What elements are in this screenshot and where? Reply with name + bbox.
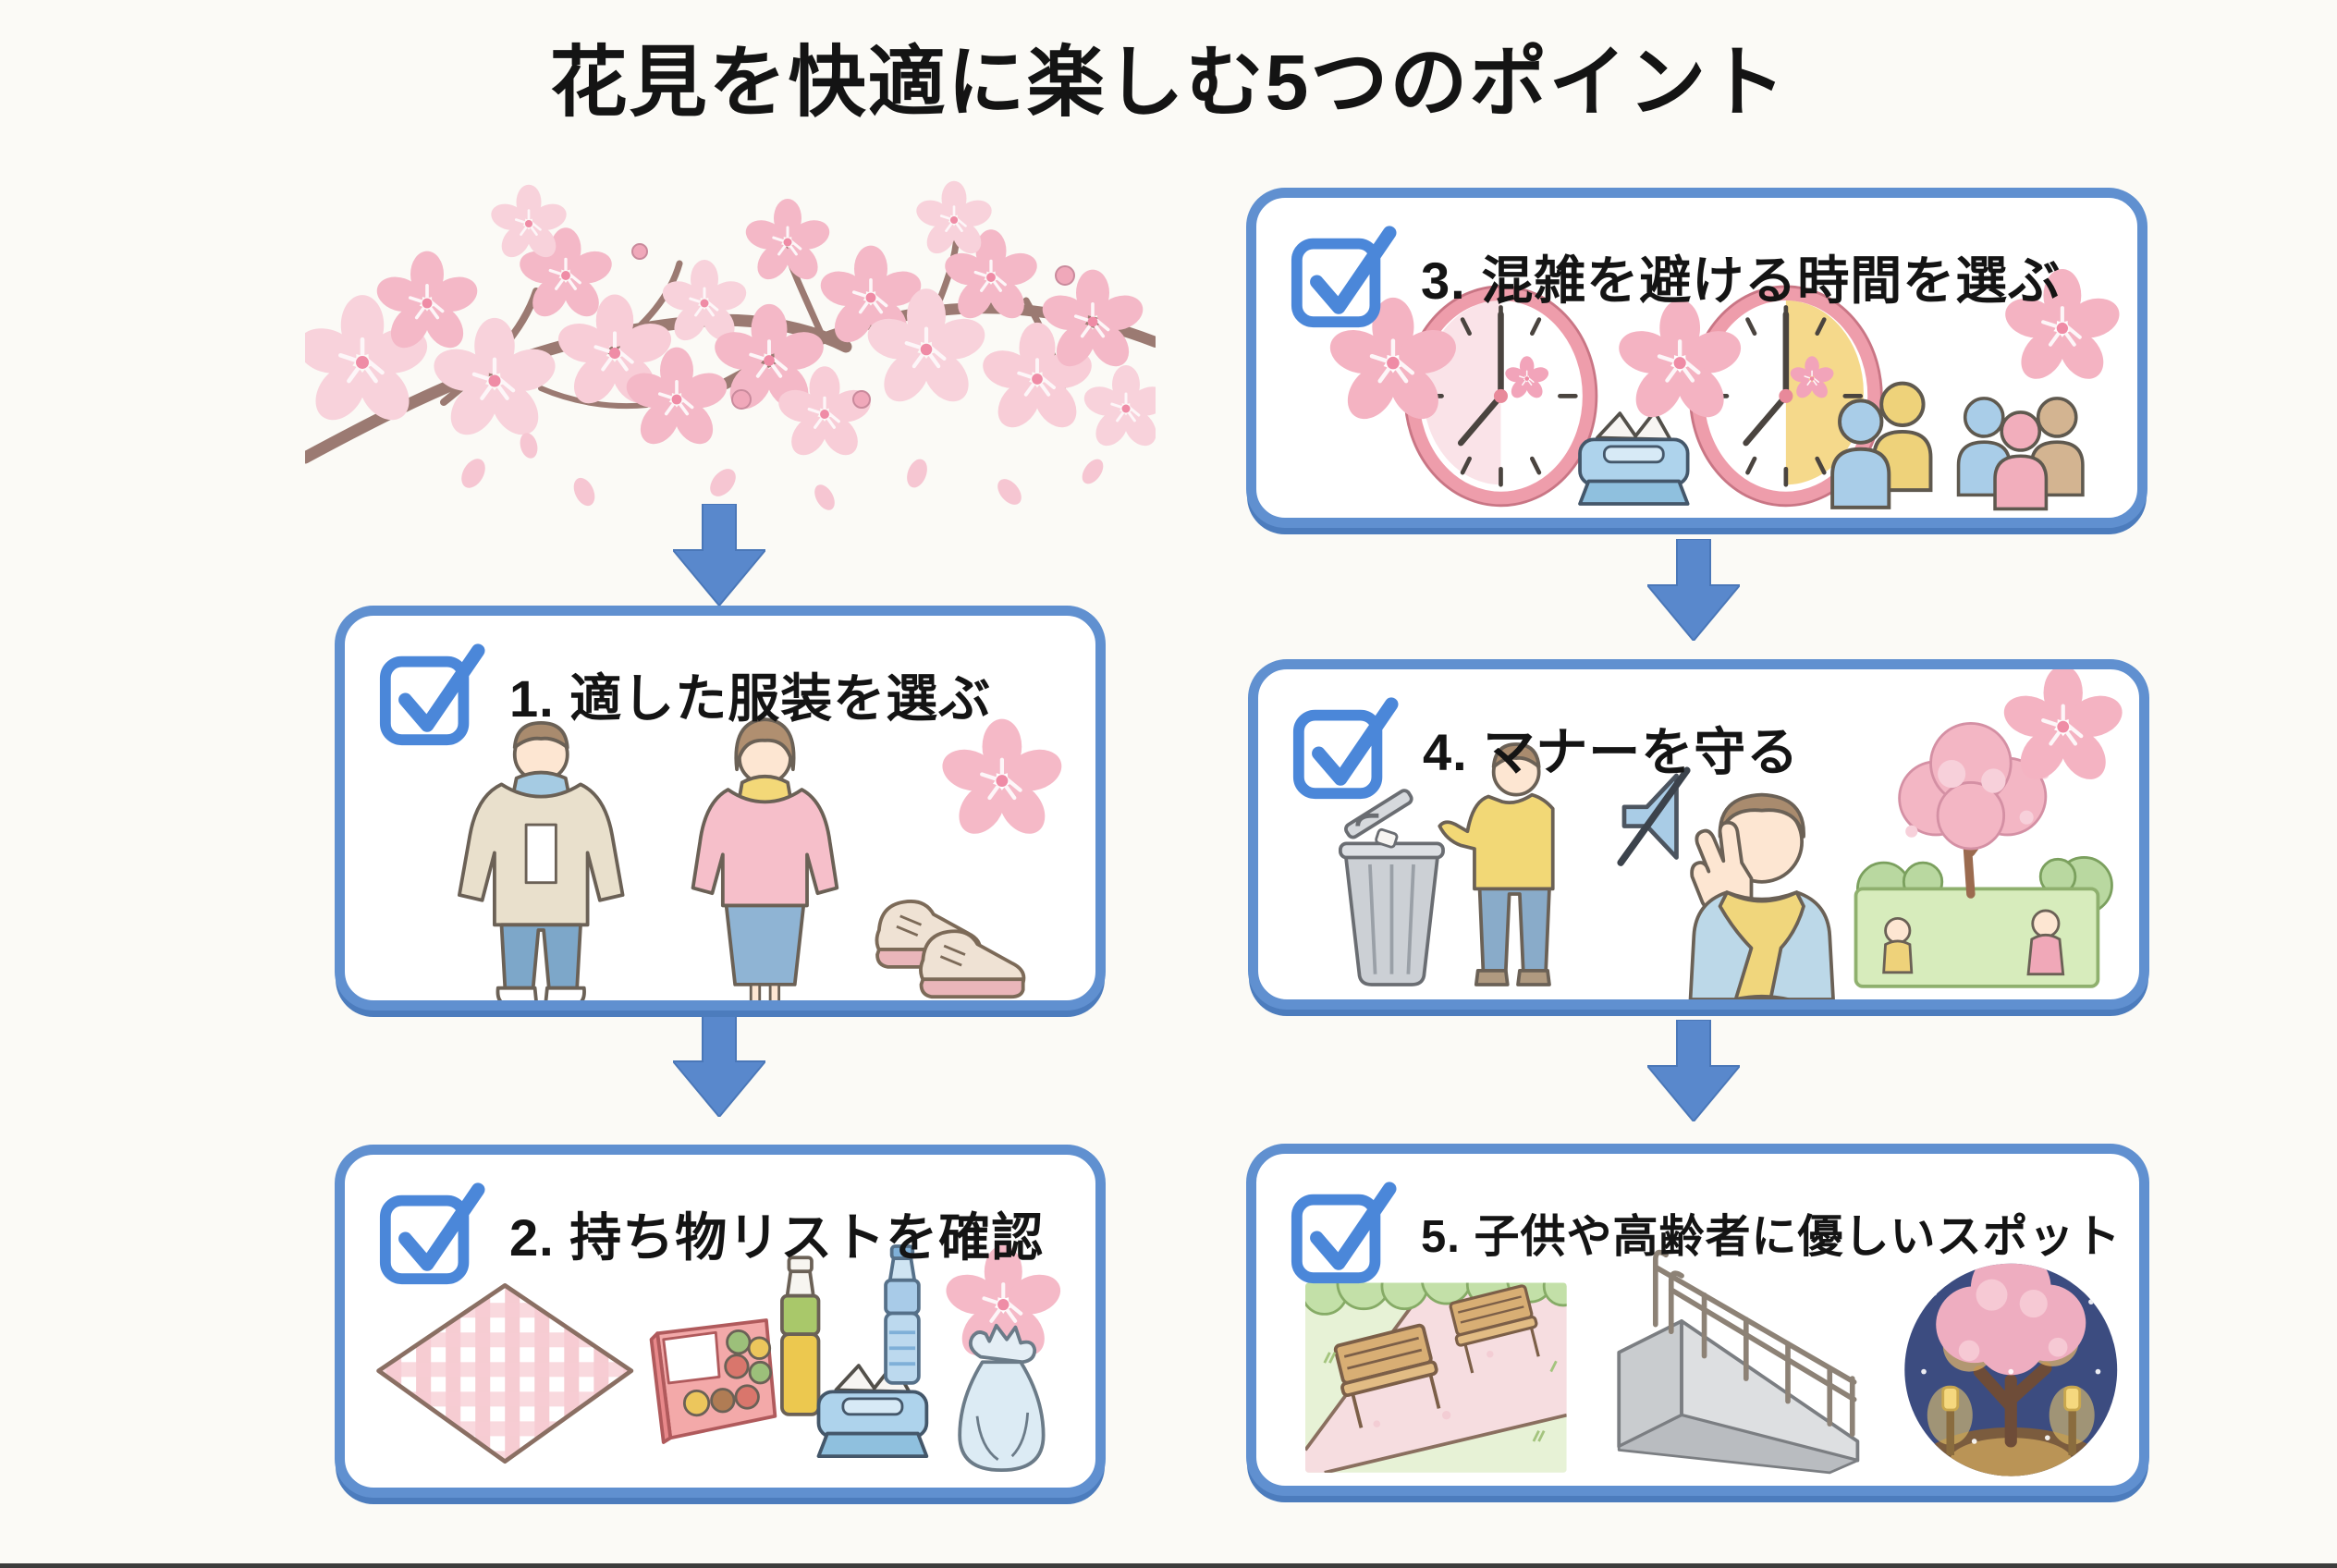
image-bottom-border <box>0 1563 2337 1568</box>
point-box-3: 3. 混雑を避ける時間を選ぶ <box>1246 188 2147 528</box>
friendly-spot-illustration <box>1305 1249 2118 1476</box>
lamps <box>1927 1385 2095 1456</box>
point-box-4: 4. マナーを守る <box>1248 659 2149 1010</box>
person-throwing-trash <box>1438 742 1555 986</box>
branch-blossoms <box>305 179 1156 510</box>
person-quiet-gesture <box>1688 792 1835 999</box>
point-box-1: 1. 適した服装を選ぶ <box>335 606 1106 1011</box>
box-4-label: 4. マナーを守る <box>1423 722 1800 781</box>
checkbox-icon <box>1288 1178 1397 1287</box>
hanami-picnic-scene <box>1854 721 2113 988</box>
tissue-pack <box>1578 410 1690 506</box>
water-bottle <box>884 1244 921 1385</box>
falling-petals <box>461 433 1104 510</box>
checkbox-icon <box>376 640 485 749</box>
man-figure <box>458 720 625 1000</box>
timing-illustration <box>1256 198 2137 511</box>
box-3-label: 3. 混雑を避ける時間を選ぶ <box>1421 251 2062 310</box>
page-title: 花見を快適に楽しむ5つのポイント <box>549 39 1788 126</box>
clothing-illustration <box>458 616 1095 1000</box>
checkbox-icon <box>376 1179 485 1288</box>
down-arrow-icon <box>1647 1020 1740 1121</box>
cherry-blossom-branch-illustration <box>305 179 1156 510</box>
accessible-ramp <box>1617 1249 1860 1475</box>
park-benches-scene <box>1305 1282 1567 1473</box>
box-2-header: 2. 持ち物リストを確認 <box>376 1179 1044 1288</box>
checkbox-icon <box>1288 222 1397 331</box>
branch-buds <box>631 243 1075 410</box>
box-4-header: 4. マナーを守る <box>1290 693 1799 802</box>
bento-box <box>649 1318 777 1444</box>
checkbox-icon <box>1290 693 1399 802</box>
sneakers <box>875 900 1026 999</box>
box-5-header: 5. 子供や高齢者に優しいスポット <box>1288 1178 2121 1287</box>
morning-clock <box>1403 285 1598 508</box>
trash-bag <box>958 1323 1046 1473</box>
point-box-5: 5. 子供や高齢者に優しいスポット <box>1246 1144 2149 1496</box>
group-of-three-people <box>1956 397 2085 511</box>
down-arrow-icon <box>673 504 765 606</box>
evening-clock <box>1689 285 1883 508</box>
muted-speaker-icon <box>1617 766 1691 866</box>
trash-can <box>1339 789 1445 986</box>
picnic-blanket <box>376 1283 634 1464</box>
tea-bottle <box>780 1256 821 1416</box>
down-arrow-icon <box>673 1015 765 1117</box>
packing-illustration <box>376 1155 1095 1473</box>
box-1-label: 1. 適した服装を選ぶ <box>509 668 992 728</box>
point-box-2: 2. 持ち物リストを確認 <box>335 1145 1106 1498</box>
manners-illustration <box>1339 669 2139 999</box>
box-2-label: 2. 持ち物リストを確認 <box>509 1207 1045 1267</box>
box-3-header: 3. 混雑を避ける時間を選ぶ <box>1288 222 2061 331</box>
box-5-label: 5. 子供や高齢者に優しいスポット <box>1421 1211 2122 1262</box>
woman-figure <box>691 717 839 1000</box>
down-arrow-icon <box>1647 539 1740 641</box>
box-1-header: 1. 適した服装を選ぶ <box>376 640 991 749</box>
